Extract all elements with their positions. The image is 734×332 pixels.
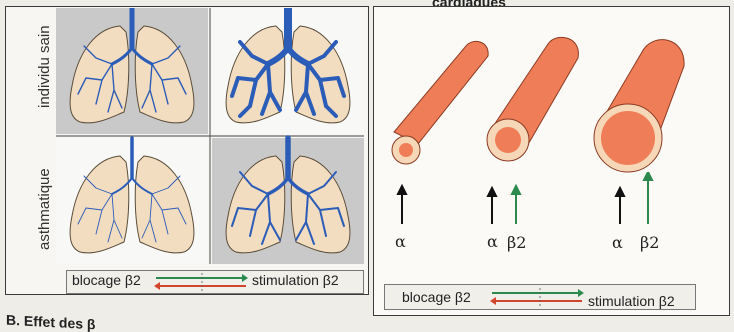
lungs-grid bbox=[56, 8, 364, 264]
legend-stimulation-label: stimulation β2 bbox=[252, 272, 339, 288]
vessel-medium bbox=[487, 37, 578, 161]
vessel3-beta2-label: β2 bbox=[640, 233, 659, 252]
row-label-healthy: individu sain bbox=[36, 25, 53, 108]
vessel2-beta2-label: β2 bbox=[507, 233, 526, 252]
figure-caption-fragment: B. Effet des β bbox=[6, 312, 95, 332]
legend-arrows-right bbox=[488, 288, 584, 306]
vessel3-alpha-label: α bbox=[612, 233, 623, 252]
vessels-legend-blocking-label: blocage β2 bbox=[402, 289, 471, 305]
legend-blocking-label: blocage β2 bbox=[72, 272, 141, 288]
vessels-legend-stimulation-label: stimulation β2 bbox=[588, 293, 675, 309]
legend-arrows-left bbox=[152, 273, 248, 291]
vessel1-alpha-label: α bbox=[395, 232, 406, 251]
vessel-narrow bbox=[392, 41, 488, 164]
vessel2-alpha-label: α bbox=[487, 232, 498, 251]
receptor-arrows bbox=[380, 172, 720, 228]
row-label-asthmatic: asthmatique bbox=[36, 168, 53, 250]
vessel-wide bbox=[594, 40, 684, 172]
